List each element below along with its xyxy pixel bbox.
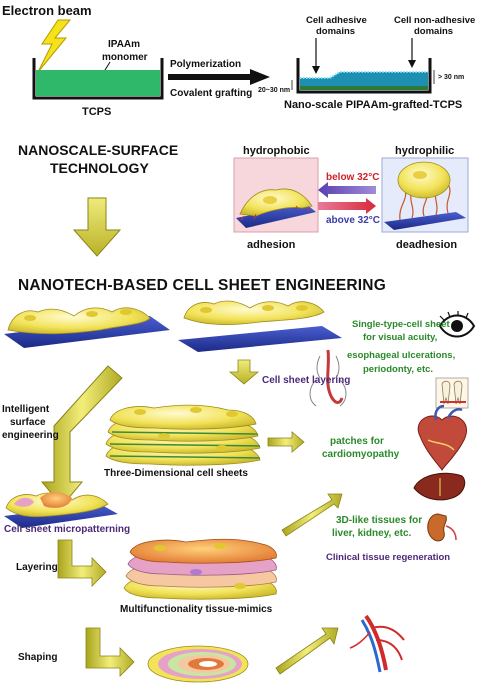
multifunctional-tissue xyxy=(123,538,277,600)
clinical-label: Clinical tissue regeneration xyxy=(326,552,450,563)
monomer-label: monomer xyxy=(102,52,148,63)
cooling-arrow xyxy=(318,182,376,198)
nanoscale-title-2: TECHNOLOGY xyxy=(50,160,149,176)
shaping-l-arrow xyxy=(85,627,135,677)
kidney-icon xyxy=(427,513,457,542)
above-32-label: above 32°C xyxy=(326,215,380,226)
polymer-brush xyxy=(300,71,428,79)
adhesion-fibers xyxy=(240,205,311,221)
detached-nucleus xyxy=(413,171,427,179)
electron-beam-label: Electron beam xyxy=(2,3,92,18)
three-dimensional-label: Three-Dimensional cell sheets xyxy=(104,468,248,479)
tissues-label-1: 3D-like tissues for xyxy=(336,515,422,526)
shaping-label: Shaping xyxy=(18,652,57,663)
liver-icon xyxy=(413,472,466,501)
esophagus-icon xyxy=(309,349,347,407)
micropatterning-label: Cell sheet micropatterning xyxy=(4,524,130,535)
micropatterned-sheet xyxy=(4,492,118,528)
tcps-label: TCPS xyxy=(82,106,111,118)
tissue-arrow xyxy=(281,493,343,537)
layering-label: Layering xyxy=(16,562,58,573)
esophageal-label: esophageal ulcerations, xyxy=(347,350,455,361)
down-arrow-1 xyxy=(72,197,122,257)
deadhesion-label: deadhesion xyxy=(396,239,457,251)
intelligent-arrow xyxy=(40,365,123,507)
grafted-dish xyxy=(296,58,432,94)
nanoscale-title-1: NANOSCALE-SURFACE xyxy=(18,142,178,158)
detached-cell xyxy=(397,161,451,199)
heart-icon xyxy=(417,404,467,471)
patches-label-2: cardiomyopathy xyxy=(322,449,400,460)
monomer-solution xyxy=(36,70,160,96)
single-type-label-2: for visual acuity, xyxy=(363,332,437,343)
cell-sheet-detached xyxy=(183,300,325,326)
dim-gt-30-label: > 30 nm xyxy=(438,74,464,81)
adhesion-label: adhesion xyxy=(247,239,296,251)
tissues-label-2: liver, kidney, etc. xyxy=(332,528,412,539)
layering-l-arrow xyxy=(57,539,107,587)
below-32-label: below 32°C xyxy=(326,172,379,183)
hydrophobic-substrate xyxy=(236,204,316,228)
three-d-cell-sheets xyxy=(105,404,261,466)
lightning-bolt-icon xyxy=(37,19,72,73)
grafted-base xyxy=(300,86,428,90)
adhesive-pointer-head xyxy=(312,66,320,74)
layering-arrow xyxy=(228,359,260,385)
nonadhesive-domains-label-2: domains xyxy=(414,26,453,37)
nonadhesive-domains-label: Cell non-adhesive xyxy=(394,15,475,26)
multifunctionality-label: Multifunctionality tissue-mimics xyxy=(120,604,273,615)
plate-middle xyxy=(178,326,342,352)
eye-icon xyxy=(438,311,476,338)
intelligent-label-3: engineering xyxy=(2,430,59,441)
polymerization-label: Polymerization xyxy=(170,59,241,70)
grafted-caption: Nano-scale PIPAAm-grafted-TCPS xyxy=(284,99,462,111)
process-arrow xyxy=(168,69,270,85)
warming-arrow xyxy=(318,198,376,214)
cell-sheet-left xyxy=(7,307,151,335)
patches-label-1: patches for xyxy=(330,436,384,447)
adhered-nucleus xyxy=(263,196,277,204)
polymer-chains xyxy=(399,183,451,221)
intelligent-label-1: Intelligent xyxy=(2,404,50,415)
heart-arrow xyxy=(267,431,305,453)
intelligent-label-2: surface xyxy=(10,417,46,428)
blood-vessel-icon xyxy=(349,614,405,673)
adhesive-domains-label-2: domains xyxy=(316,26,355,37)
nonadhesive-pointer-head xyxy=(408,60,416,68)
dim-20-30-label: 20~30 nm xyxy=(258,87,290,94)
cell-sheet-layering-label: Cell sheet layering xyxy=(262,375,350,386)
periodonty-label: periodonty, etc. xyxy=(363,364,433,375)
adhered-cell xyxy=(239,188,313,217)
single-type-label-1: Single-type-cell sheet xyxy=(352,319,451,330)
ipaam-label: IPAAm xyxy=(108,39,140,50)
vessel-arrow xyxy=(275,627,339,675)
adhesive-domains-label: Cell adhesive xyxy=(306,15,367,26)
tcps-dish xyxy=(32,58,164,100)
hydrophilic-label: hydrophilic xyxy=(395,145,454,157)
hydrophilic-substrate xyxy=(384,212,466,230)
grafted-layer xyxy=(300,72,428,88)
teeth-icon xyxy=(435,377,469,409)
engineering-title: NANOTECH-BASED CELL SHEET ENGINEERING xyxy=(18,277,386,294)
hydrophobic-label: hydrophobic xyxy=(243,145,310,157)
rolled-tissue-tube xyxy=(147,645,249,683)
covalent-grafting-label: Covalent grafting xyxy=(170,88,252,99)
